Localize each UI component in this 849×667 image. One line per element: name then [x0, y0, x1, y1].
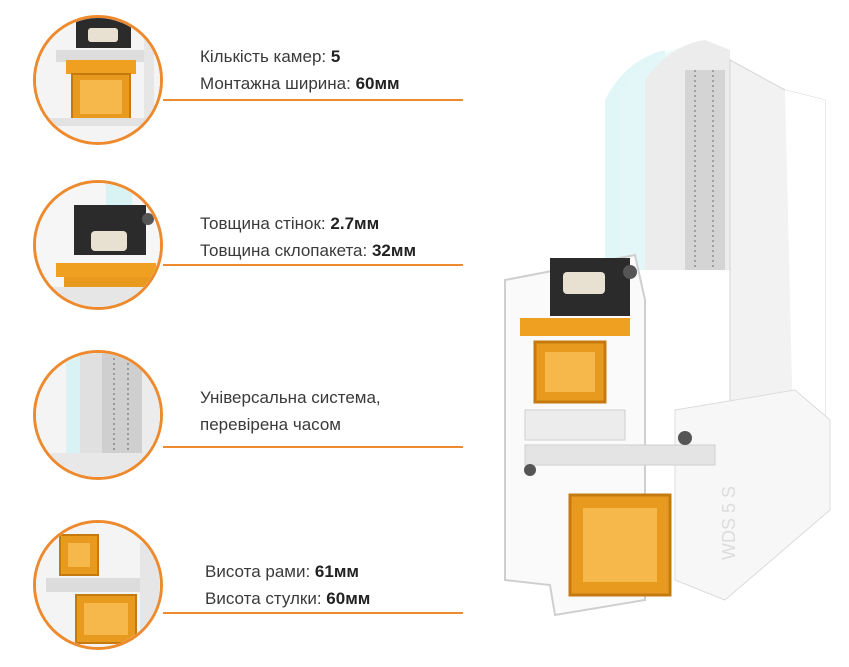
feature-universal-system: Універсальна система, перевірена часом — [0, 350, 470, 490]
sash-height-value: 60мм — [326, 589, 371, 608]
universal-divider — [163, 446, 463, 448]
glass-closeup-image — [33, 350, 163, 480]
glass-unit-thickness-label: Товщина склопакета: — [200, 241, 372, 260]
feature-heights: Висота рами: 61мм Висота стулки: 60мм — [0, 520, 470, 660]
feature-chambers: Кількість камер: 5 Монтажна ширина: 60мм — [0, 15, 470, 155]
sash-height-label: Висота стулки: — [205, 589, 327, 608]
window-profile-image: WDS 5 S — [495, 40, 840, 635]
mounting-width-value: 60мм — [355, 74, 400, 93]
heights-text: Висота рами: 61мм Висота стулки: 60мм — [205, 558, 370, 612]
mounting-width-label: Монтажна ширина: — [200, 74, 356, 93]
universal-line-2: перевірена часом — [200, 415, 341, 434]
chambers-value: 5 — [330, 47, 341, 66]
walls-closeup-image — [33, 180, 163, 310]
chambers-divider — [163, 99, 463, 101]
feature-walls: Товщина стінок: 2.7мм Товщина склопакета… — [0, 180, 470, 320]
heights-divider — [163, 612, 463, 614]
glass-unit-thickness-value: 32мм — [371, 241, 417, 260]
profile-marking: WDS 5 S — [719, 486, 739, 560]
frame-height-value: 61мм — [314, 562, 359, 581]
walls-divider — [163, 264, 463, 266]
chambers-label: Кількість камер: — [200, 47, 331, 66]
wall-thickness-label: Товщина стінок: — [200, 214, 331, 233]
frame-closeup-image — [33, 520, 163, 650]
universal-text: Універсальна система, перевірена часом — [200, 384, 381, 438]
chambers-text: Кількість камер: 5 Монтажна ширина: 60мм — [200, 43, 400, 97]
universal-line-1: Універсальна система, — [200, 388, 381, 407]
walls-text: Товщина стінок: 2.7мм Товщина склопакета… — [200, 210, 416, 264]
chambers-closeup-image — [33, 15, 163, 145]
wall-thickness-value: 2.7мм — [330, 214, 380, 233]
frame-height-label: Висота рами: — [205, 562, 315, 581]
